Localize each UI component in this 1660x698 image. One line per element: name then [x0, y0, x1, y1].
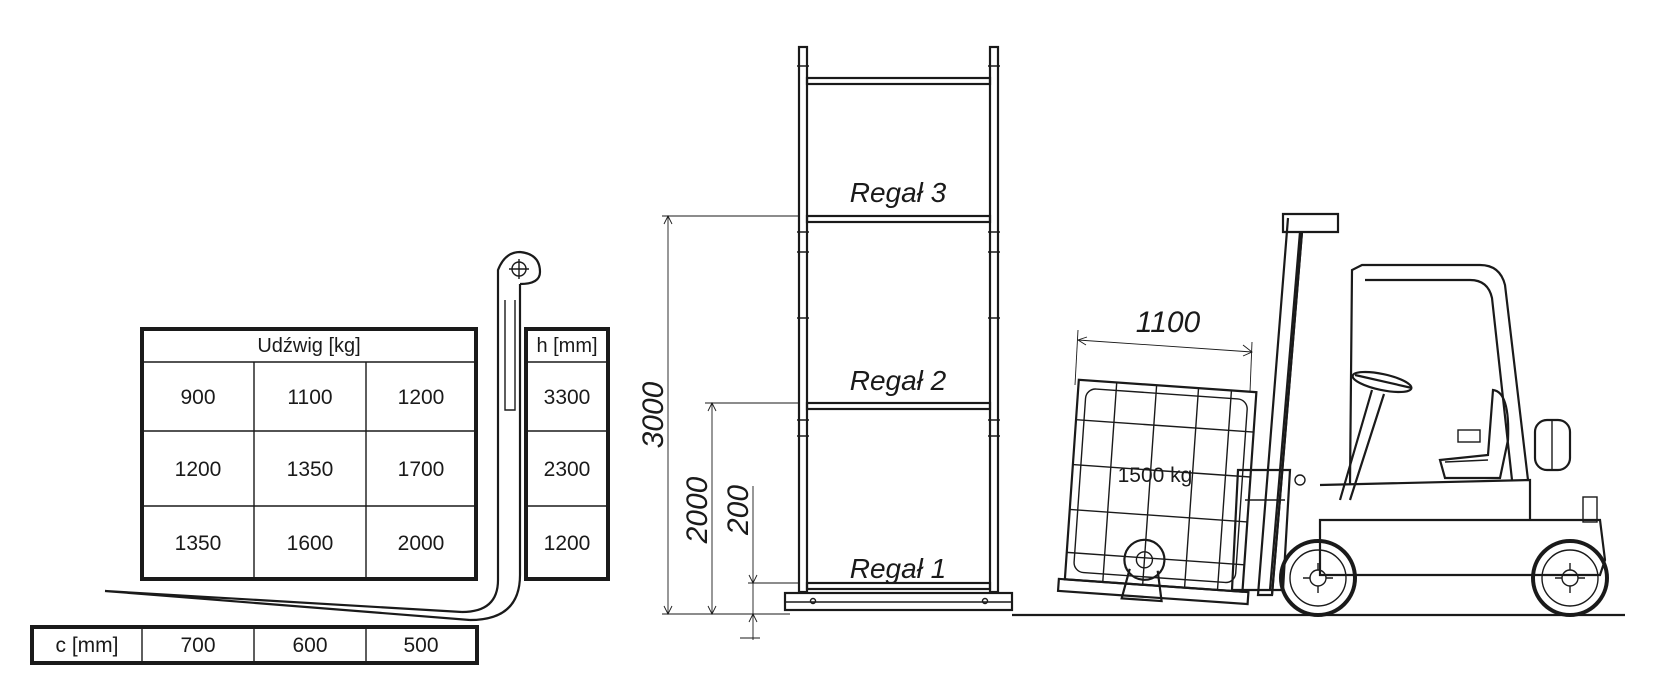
capacity-cell: 1600	[287, 532, 334, 555]
ibc-container	[1056, 378, 1258, 606]
load-center-cell: 700	[180, 634, 215, 657]
capacity-cell: 1200	[175, 458, 222, 481]
capacity-cell: 1350	[175, 532, 222, 555]
rack-level-3-label: Regał 3	[850, 177, 947, 208]
load-weight-label: 1500 kg	[1118, 464, 1193, 487]
capacity-cell: 1350	[287, 458, 334, 481]
load-width-label: 1100	[1136, 306, 1201, 339]
height-cell: 3300	[544, 386, 591, 409]
front-wheel	[1279, 539, 1357, 617]
dimension-2000: 2000	[681, 476, 714, 544]
height-dimensions: 3000 2000 200	[637, 214, 800, 640]
load-width-dimension: 1100	[1074, 306, 1253, 393]
load-center-table: c [mm] 700 600 500	[30, 625, 479, 665]
dimension-200: 200	[722, 485, 755, 536]
height-cell: 1200	[544, 532, 591, 555]
capacity-cell: 900	[180, 386, 215, 409]
dimension-3000: 3000	[637, 381, 670, 448]
rear-wheel	[1531, 539, 1609, 617]
load-center-cell: 600	[292, 634, 327, 657]
rack-level-2-label: Regał 2	[850, 365, 947, 396]
ibc-valve	[1123, 538, 1166, 581]
rack: Regał 3 Regał 2 Regał 1	[783, 45, 1014, 612]
capacity-cell: 2000	[398, 532, 445, 555]
forklift	[1230, 212, 1609, 617]
capacity-cell: 1700	[398, 458, 445, 481]
capacity-table: Udźwig [kg] 900 1100 1200 1200 1350 1700…	[140, 327, 478, 581]
load-center-label: c [mm]	[56, 634, 119, 657]
height-cell: 2300	[544, 458, 591, 481]
capacity-table-header: Udźwig [kg]	[257, 335, 360, 357]
capacity-cell: 1200	[398, 386, 445, 409]
fork-arm	[104, 250, 542, 622]
height-table: h [mm] 3300 2300 1200	[524, 327, 610, 581]
capacity-cell: 1100	[287, 386, 332, 409]
height-table-header: h [mm]	[536, 335, 597, 357]
rack-level-1-label: Regał 1	[850, 553, 947, 584]
load-center-cell: 500	[403, 634, 438, 657]
